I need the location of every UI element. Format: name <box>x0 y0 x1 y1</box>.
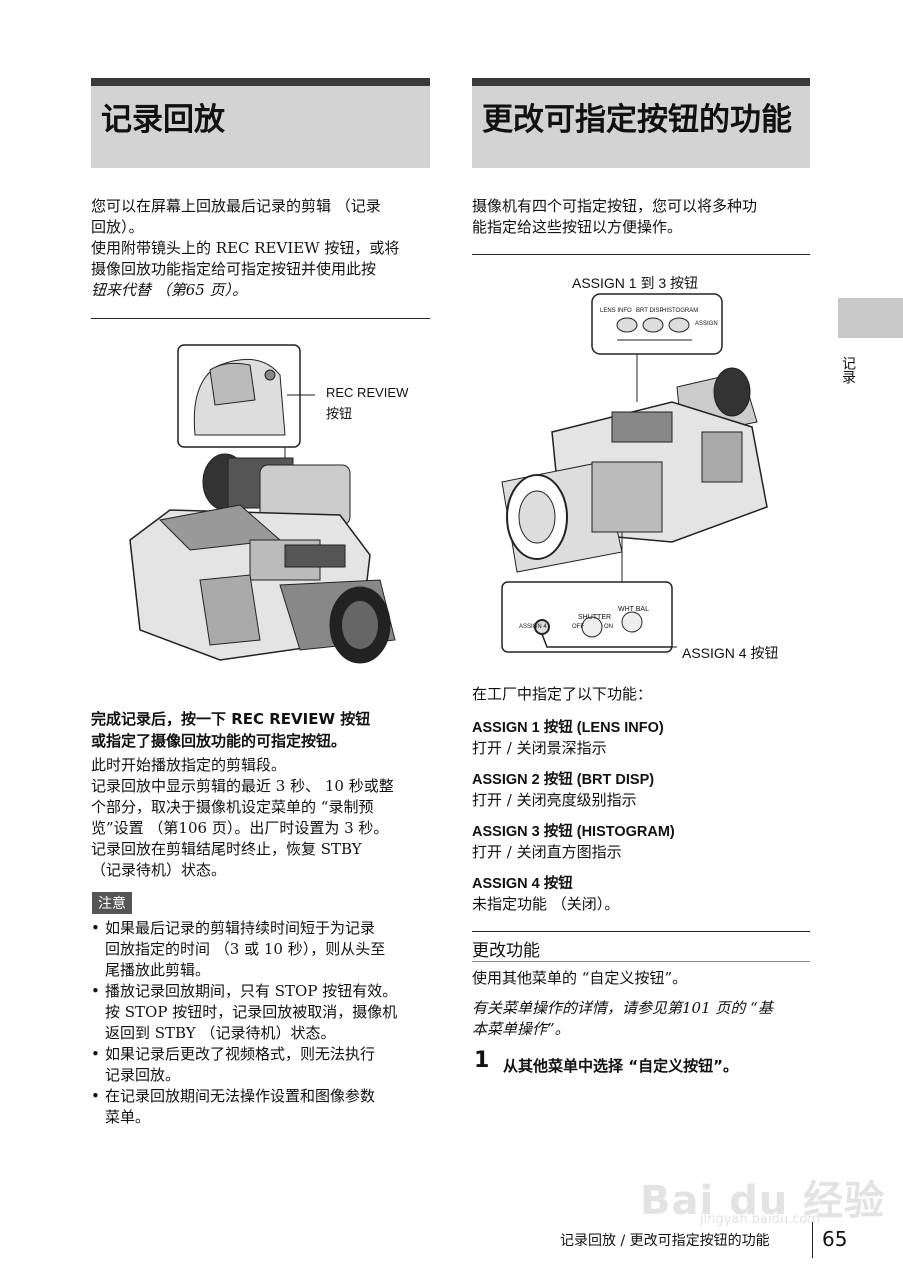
function-4-desc: 未指定功能 （关闭）。 <box>472 895 620 913</box>
change-italic: 有关菜单操作的详情，请参见第101 页的 “基 本菜单操作”。 <box>472 999 773 1038</box>
side-tab <box>838 298 903 338</box>
note-tag: 注意 <box>92 892 132 914</box>
step-number: 1 <box>474 1048 490 1073</box>
shutter-small: SHUTTER <box>578 614 612 621</box>
right-title: 更改可指定按钮的功能 <box>482 102 792 138</box>
notes-list: 如果最后记录的剪辑持续时间短于为记录 回放指定的时间 （3 或 10 秒），则从… <box>91 918 436 1128</box>
histogram-small: HISTOGRAM <box>662 308 699 314</box>
function-1-desc: 打开 / 关闭景深指示 <box>472 739 607 757</box>
watermark-url: jingyan.baidu.com <box>700 1212 820 1227</box>
whtbal-small: WHT BAL <box>618 606 649 613</box>
lens-info-small: LENS INFO <box>600 308 632 314</box>
assign13-label: ASSIGN 1 到 3 按钮 <box>572 275 699 291</box>
footer-text: 记录回放 / 更改可指定按钮的功能 <box>560 1233 770 1249</box>
rec-review-label-cn: 按钮 <box>326 407 353 422</box>
right-header-bar <box>472 78 810 86</box>
off-small: OFF <box>572 624 584 630</box>
function-2-desc: 打开 / 关闭亮度级别指示 <box>472 791 637 809</box>
function-4-title: ASSIGN 4 按钮 <box>472 876 573 892</box>
change-heading: 更改功能 <box>472 941 540 961</box>
camcorder-illustration-right <box>501 293 768 653</box>
function-1-title: ASSIGN 1 按钮 (LENS INFO) <box>472 720 664 736</box>
right-header-box <box>472 86 810 168</box>
rec-review-label: REC REVIEW <box>326 385 409 400</box>
note-item: 如果记录后更改了视频格式，则无法执行 记录回放。 <box>91 1044 436 1086</box>
footer-divider <box>812 1222 813 1258</box>
camcorder-illustration-left <box>129 344 396 664</box>
watermark-brand: Bai du 经验 <box>640 1178 886 1224</box>
note-item: 播放记录回放期间，只有 STOP 按钮有效。 按 STOP 按钮时，记录回放被取… <box>91 981 436 1044</box>
on-small: ON <box>604 624 613 630</box>
page-number: 65 <box>822 1227 848 1251</box>
change-text: 使用其他菜单的 “自定义按钮”。 <box>472 969 688 987</box>
left-step-text: 此时开始播放指定的剪辑段。 记录回放中显示剪辑的最近 3 秒、 10 秒或整 个… <box>91 756 394 879</box>
assign-small: ASSIGN <box>695 321 718 327</box>
left-header-box <box>91 86 430 168</box>
right-rule <box>472 254 810 255</box>
note-item: 在记录回放期间无法操作设置和图像参数 菜单。 <box>91 1086 436 1128</box>
assign4-small: ASSIGN 4 <box>519 624 547 630</box>
assign4-label: ASSIGN 4 按钮 <box>682 645 779 661</box>
factory-text: 在工厂中指定了以下功能： <box>472 685 653 703</box>
function-3-title: ASSIGN 3 按钮 (HISTOGRAM) <box>472 824 675 840</box>
left-rule <box>91 318 430 319</box>
function-3-desc: 打开 / 关闭直方图指示 <box>472 843 622 861</box>
left-title: 记录回放 <box>101 102 225 138</box>
brt-disp-small: BRT DISP <box>636 308 664 314</box>
right-intro: 摄像机有四个可指定按钮，您可以将多种功 能指定给这些按钮以方便操作。 <box>472 197 758 236</box>
note-item: 如果最后记录的剪辑持续时间短于为记录 回放指定的时间 （3 或 10 秒），则从… <box>91 918 436 981</box>
change-rule-bottom <box>472 961 810 962</box>
left-header-bar <box>91 78 430 86</box>
left-intro: 您可以在屏幕上回放最后记录的剪辑 （记录 回放）。 使用附带镜头上的 REC R… <box>91 197 400 299</box>
change-rule-top <box>472 931 810 932</box>
side-tab-label: 记录 <box>840 356 856 384</box>
left-step-instruction: 完成记录后，按一下 REC REVIEW 按钮 或指定了摄像回放功能的可指定按钮… <box>91 710 371 750</box>
function-2-title: ASSIGN 2 按钮 (BRT DISP) <box>472 772 655 788</box>
step-text: 从其他菜单中选择 “自定义按钮”。 <box>503 1057 738 1075</box>
